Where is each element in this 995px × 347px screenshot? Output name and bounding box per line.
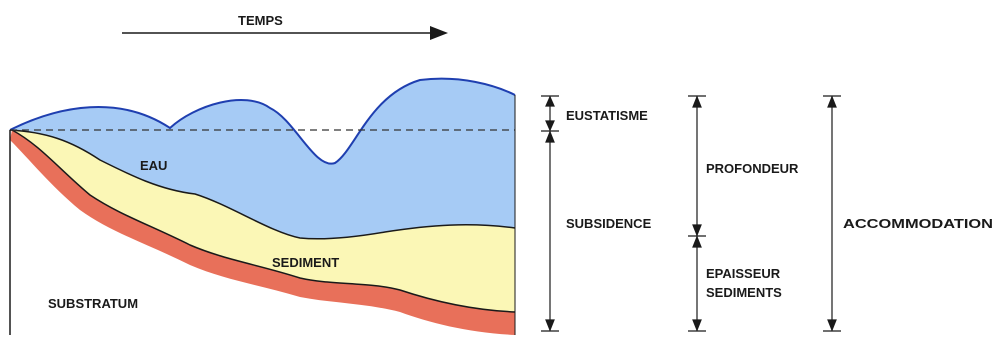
substratum-top-band (10, 130, 515, 335)
water-label: EAU (140, 158, 167, 173)
eustatisme-arrow (541, 95, 559, 132)
sea-surface-line (9, 77, 516, 165)
epaisseur-arrow (688, 235, 706, 332)
sediment-layer (10, 130, 515, 312)
accommodation-arrow (823, 95, 841, 332)
accommodation-label: ACCOMMODATION (843, 216, 993, 231)
substratum-top-line (11, 129, 516, 313)
epaisseur-label-line1: EPAISSEUR (706, 266, 781, 281)
sediment-label: SEDIMENT (272, 255, 339, 270)
time-arrow (122, 26, 448, 40)
sediment-top-line (9, 129, 516, 240)
profondeur-label: PROFONDEUR (706, 161, 799, 176)
subsidence-label: SUBSIDENCE (566, 216, 652, 231)
epaisseur-label-line2: SEDIMENTS (706, 285, 782, 300)
substratum-label: SUBSTRATUM (48, 296, 138, 311)
profondeur-arrow (688, 95, 706, 237)
water-layer (10, 78, 515, 239)
subsidence-arrow (541, 130, 559, 332)
time-label: TEMPS (238, 13, 283, 28)
eustatisme-label: EUSTATISME (566, 108, 648, 123)
